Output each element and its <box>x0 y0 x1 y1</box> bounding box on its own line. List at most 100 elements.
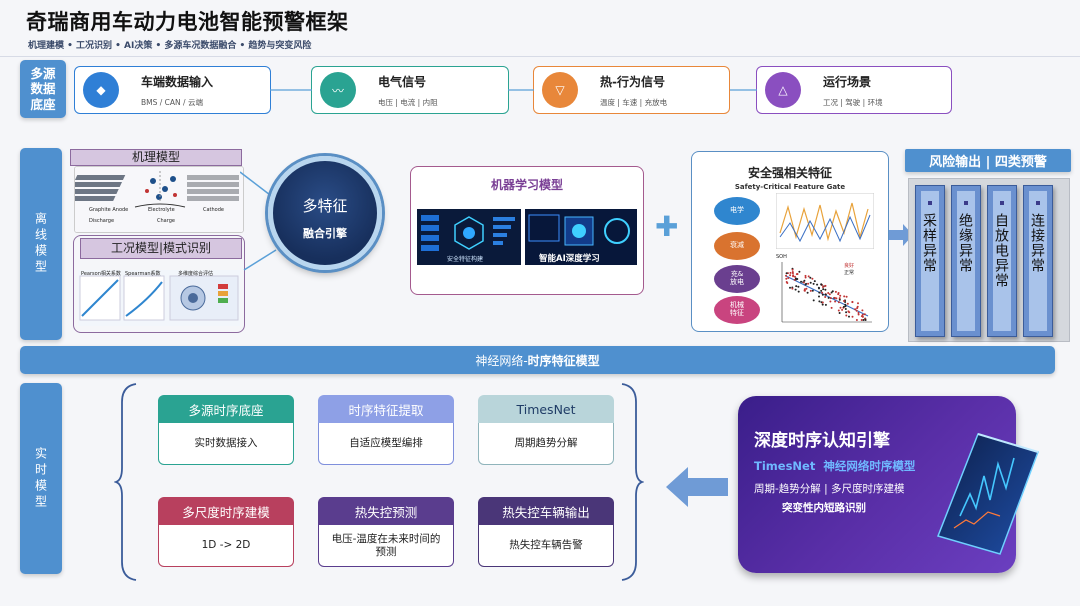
cond-label-eval: 多维度综合评估 <box>178 271 214 277</box>
scatter-point <box>793 278 796 281</box>
scatter-point <box>806 291 809 294</box>
feature-pill: 充& 放电 <box>714 265 760 293</box>
scatter-point <box>834 290 837 293</box>
ml-caption-right: 智能AI深度学习 <box>539 254 600 264</box>
scatter-point <box>804 276 807 279</box>
realtime-module: 时序特征提取 自适应模型编排 <box>318 395 454 465</box>
scatter-point <box>844 305 847 308</box>
scatter-point <box>809 289 812 292</box>
scatter-point <box>863 313 866 316</box>
connector-lines <box>240 171 277 271</box>
scatter-point <box>798 270 801 273</box>
scatter-point <box>792 275 795 278</box>
risk-column: 绝缘异常 <box>951 185 981 337</box>
scatter-point <box>789 271 792 274</box>
scatter-point <box>809 281 812 284</box>
scatter-point <box>829 297 832 300</box>
risk-label: 采样异常 <box>921 213 937 273</box>
ml-caption-left: 安全特征构建 <box>447 256 484 263</box>
arrow-to-risk <box>889 224 913 246</box>
mech-label-charge: Charge <box>157 218 175 224</box>
module-title: TimesNet <box>478 395 614 423</box>
scatter-point <box>805 282 808 285</box>
scatter-point <box>818 295 820 298</box>
scatter-point <box>860 319 863 321</box>
mechanism-model-label: 机理模型 <box>70 149 242 166</box>
scatter-point <box>845 295 848 298</box>
scatter-point <box>842 305 845 308</box>
engine-line2: 突变性内短路识别 <box>782 502 866 514</box>
scatter-point <box>811 277 814 280</box>
triangle-down-icon: ▽ <box>542 72 578 108</box>
condition-model-image: Pearson相关系数 Spearman系数 多维度综合评估 <box>78 270 240 326</box>
scatter-point <box>854 308 857 311</box>
scatter-point <box>818 287 820 290</box>
scatter-point <box>837 309 840 312</box>
source-connectors <box>270 89 757 91</box>
scatter-point <box>827 296 830 299</box>
scatter-point <box>802 281 805 284</box>
risk-label: 自放电异常 <box>993 213 1009 288</box>
scatter-point <box>851 301 854 304</box>
scatter-point <box>839 294 842 297</box>
scatter-point <box>841 308 844 311</box>
risk-marker <box>1000 201 1004 205</box>
scatter-point <box>785 274 787 277</box>
scatter-point <box>813 280 816 283</box>
feature-pill: 电学 <box>714 197 760 225</box>
risk-column: 连接异常 <box>1023 185 1053 337</box>
scatter-point <box>829 300 832 303</box>
scatter-point <box>862 319 865 321</box>
plus-icon: ✚ <box>655 210 679 243</box>
scatter-point <box>845 311 848 314</box>
scatter-point <box>838 298 841 301</box>
risk-label: 绝缘异常 <box>957 213 973 273</box>
engine-subtitle: TimesNet 神经网络时序模型 <box>754 459 916 473</box>
scatter-point <box>803 289 806 292</box>
scatter-point <box>821 303 824 306</box>
safety-line-chart <box>775 192 875 250</box>
scatter-point <box>807 282 810 285</box>
scatter-point <box>787 277 790 279</box>
source-name: 电气信号 <box>378 74 427 89</box>
scatter-point <box>833 296 836 299</box>
sources-side-label: 多源 数据 底座 <box>20 60 66 118</box>
scatter-point <box>839 306 842 309</box>
module-body: 自适应模型编排 <box>318 423 454 465</box>
scatter-point <box>818 291 821 294</box>
source-card: ▽ 热-行为信号 温度 | 车速 | 充放电 <box>533 66 730 114</box>
fusion-engine: 多特征 融合引擎 <box>268 156 382 270</box>
realtime-module: TimesNet 周期趋势分解 <box>478 395 614 465</box>
module-title: 多尺度时序建模 <box>158 497 294 525</box>
realtime-module: 多源时序底座 实时数据接入 <box>158 395 294 465</box>
realtime-module: 热失控预测 电压-温度在未来时间的预测 <box>318 497 454 567</box>
scatter-point <box>791 268 794 271</box>
source-card: △ 运行场景 工况 | 驾驶 | 环境 <box>756 66 952 114</box>
engine-line1: 周期-趋势分解 | 多尺度时序建模 <box>754 483 905 495</box>
scatter-point <box>785 277 788 280</box>
title-divider <box>0 56 1080 57</box>
scatter-point <box>864 319 867 321</box>
scatter-point <box>861 309 864 312</box>
scatter-point <box>820 289 823 292</box>
source-sub: 温度 | 车速 | 充放电 <box>600 97 668 107</box>
scatter-point <box>804 274 807 277</box>
scatter-ylabel: SOH <box>776 254 787 260</box>
risk-marker <box>928 201 932 205</box>
arrow-from-engine <box>666 467 728 507</box>
scatter-point <box>821 291 824 294</box>
risk-column-inner: 连接异常 <box>1029 191 1047 331</box>
source-name: 运行场景 <box>823 74 872 89</box>
scatter-point <box>827 292 830 294</box>
ml-model-title: 机器学习模型 <box>490 178 563 192</box>
scatter-point <box>822 286 824 288</box>
risk-output-header: 风险输出 | 四类预警 <box>905 149 1071 172</box>
battery-cell-graphic <box>937 433 1039 555</box>
scatter-point <box>794 275 796 278</box>
source-sub: 工况 | 驾驶 | 环境 <box>823 97 883 107</box>
ml-model-panel: 机器学习模型 安全特征构建 智能AI深度学习 <box>410 166 644 295</box>
module-title: 热失控预测 <box>318 497 454 525</box>
diamond-icon: ◆ <box>83 72 119 108</box>
feature-pill: 机械 特征 <box>714 296 760 324</box>
scatter-point <box>786 282 789 284</box>
